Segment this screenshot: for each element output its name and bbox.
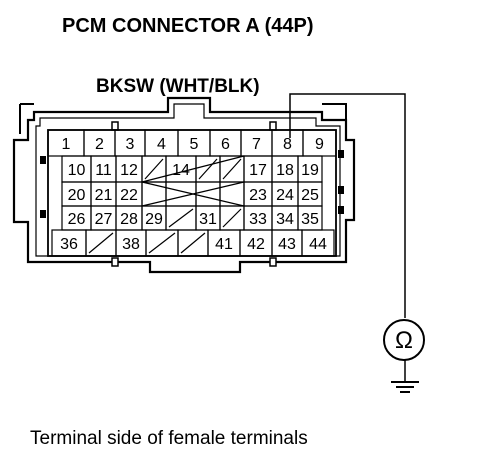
- empty-terminal-slash: [88, 232, 114, 254]
- terminal-number: 20: [68, 187, 86, 204]
- probe-lead: [289, 93, 406, 382]
- ohmmeter-symbol: Ω: [383, 319, 425, 361]
- terminal-number: 7: [252, 136, 261, 153]
- terminal-number: 42: [247, 236, 265, 253]
- empty-terminal-slash: [198, 158, 218, 180]
- terminal-cell: [195, 181, 221, 207]
- terminal-number: 25: [301, 187, 319, 204]
- empty-terminal-slash: [144, 158, 164, 180]
- terminal-cell: [141, 181, 167, 207]
- terminal-number: 23: [249, 187, 267, 204]
- terminal-number: 29: [145, 211, 163, 228]
- terminal-number: 31: [199, 211, 217, 228]
- terminal-cell: [219, 181, 245, 207]
- terminal-number: 36: [60, 236, 78, 253]
- terminal-cell: [301, 229, 335, 257]
- terminal-number: 19: [301, 162, 319, 179]
- blank-area-cross: [141, 155, 245, 183]
- terminal-number: 26: [68, 211, 86, 228]
- terminal-number: 6: [221, 136, 230, 153]
- terminal-number: 27: [95, 211, 113, 228]
- terminal-number: 33: [249, 211, 267, 228]
- empty-terminal-slash: [148, 232, 176, 254]
- connector-housing: [12, 96, 356, 274]
- lock-tabs: [40, 121, 344, 267]
- empty-terminal-slash: [180, 232, 206, 254]
- terminal-number: 18: [276, 162, 294, 179]
- terminal-number: 28: [120, 211, 138, 228]
- terminal-number: 17: [249, 162, 267, 179]
- terminal-number: 21: [95, 187, 113, 204]
- diagram-caption: Terminal side of female terminals: [30, 428, 308, 449]
- terminal-number: 43: [278, 236, 296, 253]
- terminal-number: 1: [62, 136, 71, 153]
- terminal-number: 4: [157, 136, 166, 153]
- terminal-number: 10: [68, 162, 86, 179]
- terminal-number: 41: [215, 236, 233, 253]
- empty-terminal-slash: [168, 208, 194, 228]
- terminal-number: 9: [315, 136, 324, 153]
- ground-icon: [391, 381, 419, 393]
- terminal-number: 5: [190, 136, 199, 153]
- terminal-number: 34: [276, 211, 294, 228]
- diagram-title: PCM CONNECTOR A (44P): [62, 15, 314, 37]
- terminal-number: 2: [95, 136, 104, 153]
- terminal-number: 44: [309, 236, 327, 253]
- terminal-number: 12: [120, 162, 138, 179]
- empty-terminal-slash: [222, 158, 242, 180]
- terminal-number: 8: [283, 136, 292, 153]
- terminal-number: 35: [301, 211, 319, 228]
- terminal-number: 3: [126, 136, 135, 153]
- terminal-number: 24: [276, 187, 294, 204]
- ohm-icon: Ω: [395, 327, 413, 354]
- terminal-number: 11: [95, 162, 112, 179]
- wire-label: BKSW (WHT/BLK): [96, 76, 260, 97]
- empty-terminal-slash: [222, 208, 242, 228]
- terminal-number: 22: [120, 187, 138, 204]
- terminal-number: 14: [172, 162, 190, 179]
- blank-area-cross: [141, 181, 245, 207]
- terminal-number: 38: [122, 236, 140, 253]
